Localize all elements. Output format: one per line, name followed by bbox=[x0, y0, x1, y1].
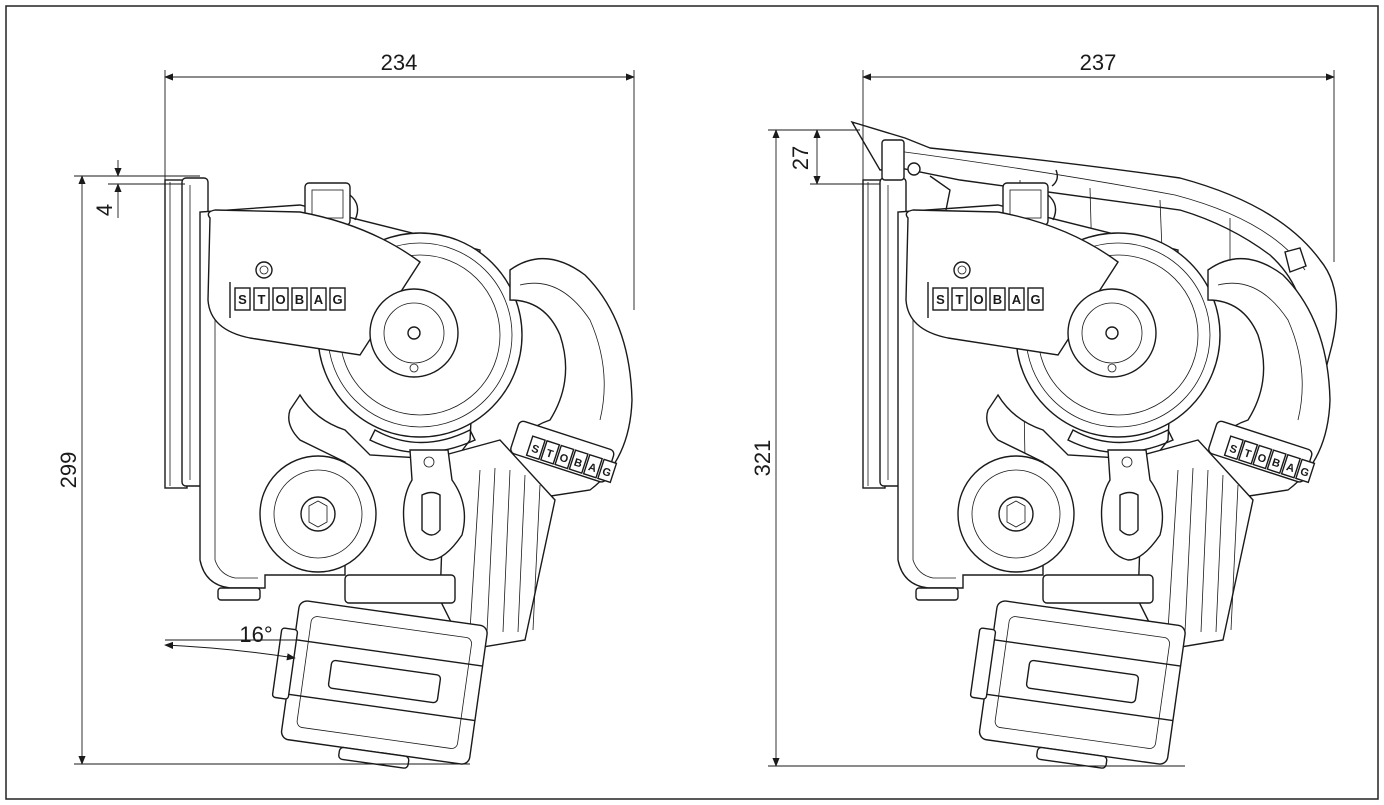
right-tag-letter: T bbox=[1242, 447, 1252, 461]
right-cover-hood bbox=[850, 120, 1338, 471]
right-offset-label: 27 bbox=[788, 146, 813, 170]
right-tag-letter: O bbox=[1256, 452, 1268, 466]
left-logo-letter: S bbox=[238, 292, 247, 307]
left-logo-letter: O bbox=[275, 292, 285, 307]
right-logo-letter: B bbox=[993, 292, 1002, 307]
right-mechanism-drawing bbox=[862, 177, 1331, 778]
right-logo-letter: G bbox=[1030, 292, 1040, 307]
left-tag-letter: O bbox=[558, 452, 570, 466]
left-logo-plate: S T O B A G bbox=[234, 287, 346, 311]
right-height-label: 321 bbox=[750, 440, 775, 477]
left-angle-label: 16° bbox=[239, 622, 272, 647]
right-offset-dimension: 27 bbox=[788, 129, 880, 185]
left-logo-letter: B bbox=[295, 292, 304, 307]
left-view: S T O B A G S T O B A G 234 bbox=[56, 50, 635, 778]
left-offset-label: 4 bbox=[92, 204, 117, 216]
right-logo-letter: T bbox=[956, 292, 964, 307]
right-logo-tag: S T O B A G bbox=[1223, 435, 1316, 484]
right-height-dimension: 321 bbox=[750, 129, 1185, 767]
right-width-label: 237 bbox=[1080, 50, 1117, 75]
right-logo-letter: O bbox=[973, 292, 983, 307]
drawing-frame bbox=[5, 5, 1379, 800]
left-mechanism-drawing bbox=[164, 177, 633, 778]
left-logo-letter: T bbox=[258, 292, 266, 307]
left-height-dimension: 299 bbox=[56, 175, 470, 765]
right-view: S T O B A G S T O B A G 237 bbox=[750, 50, 1338, 778]
left-width-label: 234 bbox=[381, 50, 418, 75]
right-logo-plate: S T O B A G bbox=[932, 287, 1044, 311]
left-tag-letter: G bbox=[601, 466, 613, 480]
right-tag-letter: S bbox=[1228, 443, 1239, 457]
left-angle-dimension: 16° bbox=[164, 622, 300, 661]
left-height-label: 299 bbox=[56, 452, 81, 489]
left-width-dimension: 234 bbox=[164, 50, 635, 310]
right-width-dimension: 237 bbox=[862, 50, 1335, 262]
right-tag-letter: A bbox=[1285, 461, 1296, 475]
left-tag-letter: T bbox=[544, 447, 554, 461]
left-tag-letter: S bbox=[530, 443, 541, 457]
left-logo-letter: A bbox=[314, 292, 324, 307]
right-logo-letter: S bbox=[936, 292, 945, 307]
left-tag-letter: B bbox=[572, 457, 583, 471]
right-tag-letter: G bbox=[1299, 466, 1311, 480]
left-logo-tag: S T O B A G bbox=[525, 435, 618, 484]
left-logo-letter: G bbox=[332, 292, 342, 307]
right-tag-letter: B bbox=[1270, 457, 1281, 471]
right-logo-letter: A bbox=[1012, 292, 1022, 307]
left-offset-dimension: 4 bbox=[92, 160, 185, 218]
left-tag-letter: A bbox=[587, 461, 598, 475]
